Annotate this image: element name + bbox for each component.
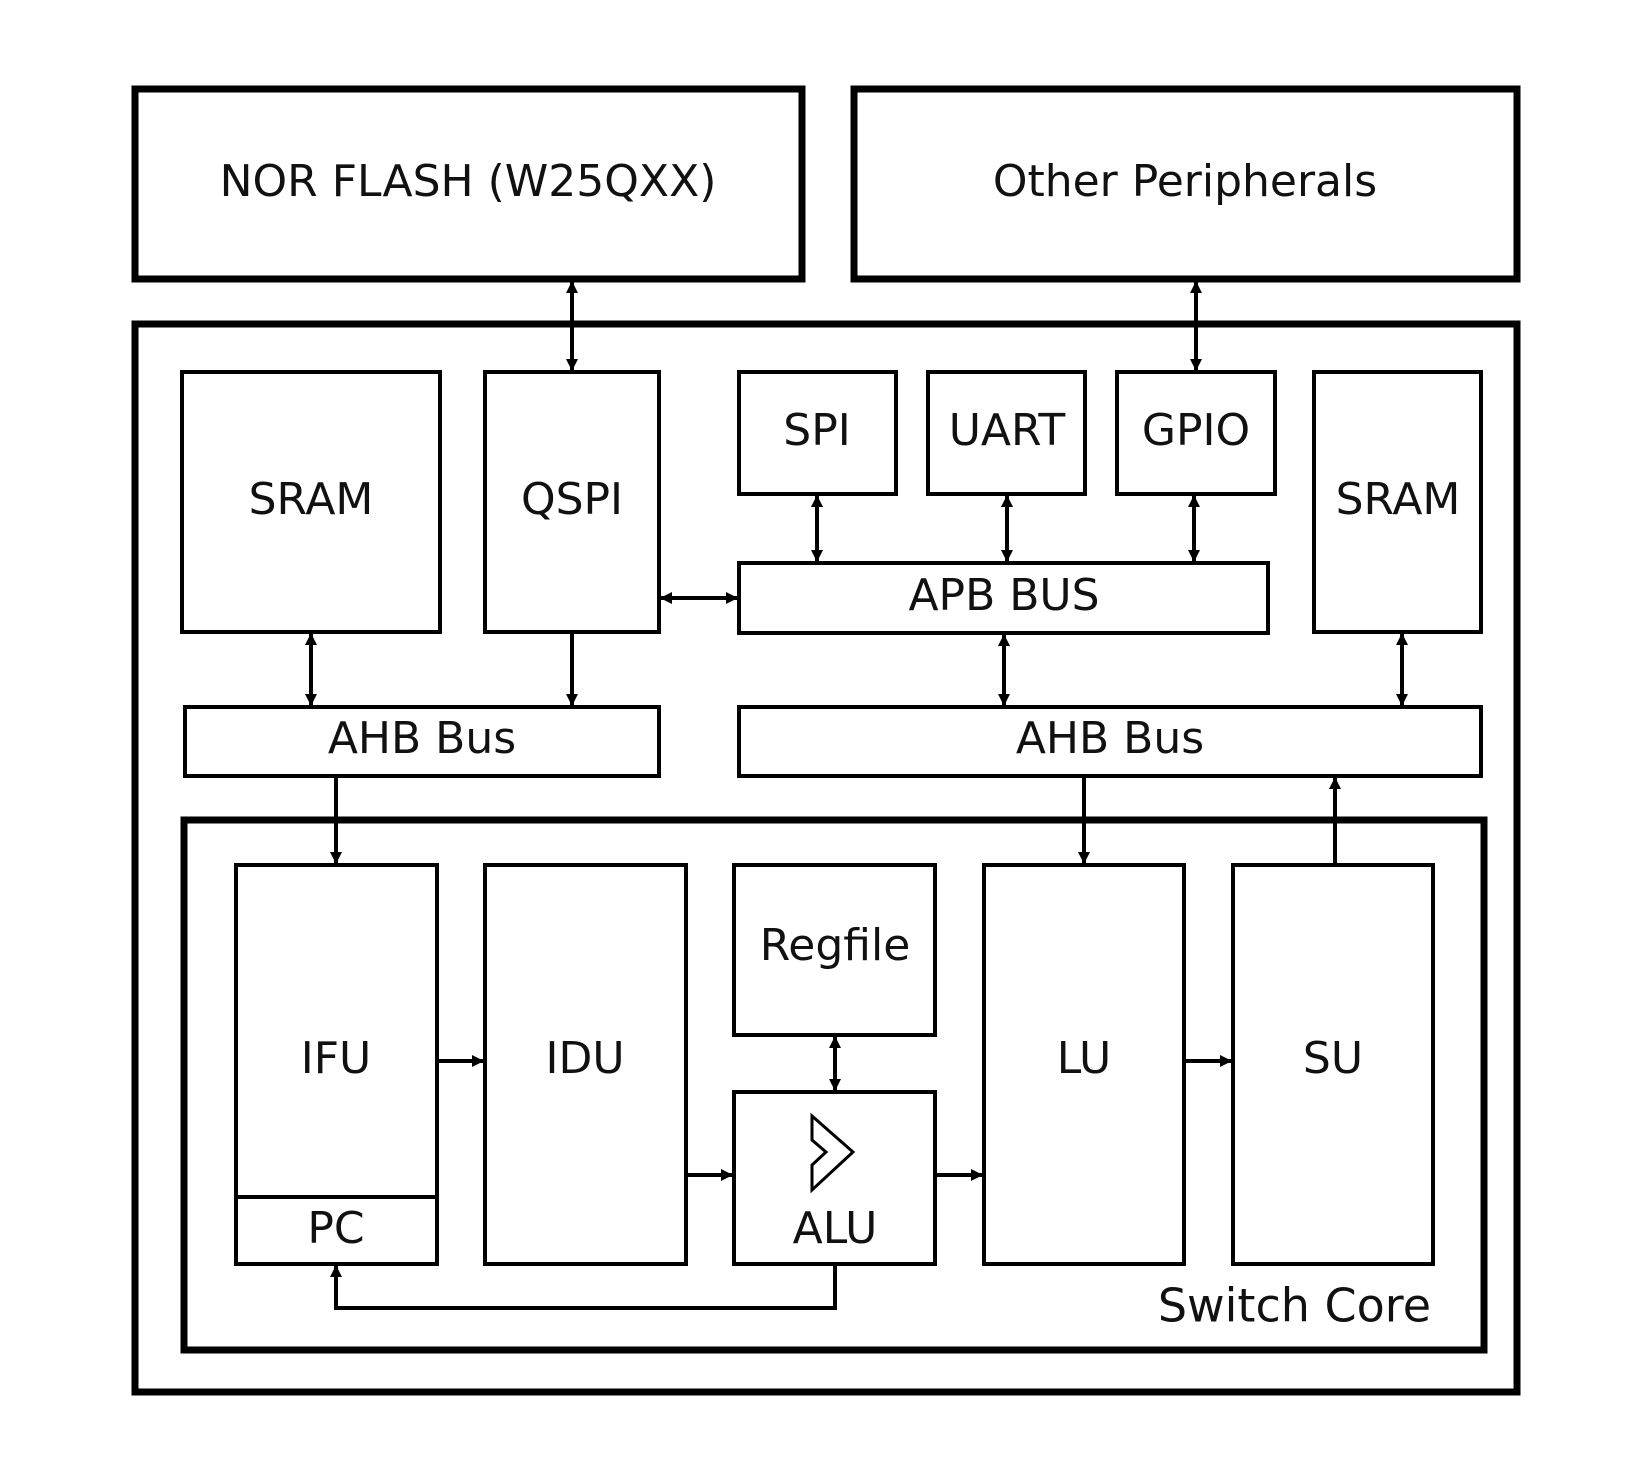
pc-label: PC <box>307 1203 364 1254</box>
sram-right-label: SRAM <box>1336 474 1461 525</box>
qspi-label: QSPI <box>521 474 623 525</box>
idu-label: IDU <box>545 1033 624 1084</box>
switch-core-label: Switch Core <box>1158 1279 1431 1333</box>
su-block: SU <box>1231 863 1435 1266</box>
nor-flash-block: NOR FLASH (W25QXX) <box>131 85 806 283</box>
connections <box>305 281 1408 1310</box>
idu-block: IDU <box>483 863 688 1266</box>
spi-label: SPI <box>783 405 850 456</box>
ahb-bus-right: AHB Bus <box>737 705 1483 778</box>
sram-right-block: SRAM <box>1312 370 1483 634</box>
ahb-bus-right-label: AHB Bus <box>1016 713 1204 764</box>
alu-block: ALU <box>732 1090 937 1266</box>
alu-symbol-icon <box>810 1112 856 1194</box>
ifu-block: IFU PC <box>234 863 439 1266</box>
sram-left-label: SRAM <box>249 474 374 525</box>
ifu-label: IFU <box>301 1033 372 1084</box>
apb-bus-label: APB BUS <box>908 570 1099 621</box>
spi-block: SPI <box>737 370 898 496</box>
other-peripherals-block: Other Peripherals <box>850 85 1521 283</box>
su-label: SU <box>1303 1033 1363 1084</box>
uart-label: UART <box>949 405 1066 456</box>
regfile-block: Regfile <box>732 863 937 1037</box>
lu-label: LU <box>1057 1033 1112 1084</box>
switch-core-block: Switch Core <box>180 816 1488 1354</box>
lu-block: LU <box>982 863 1186 1266</box>
qspi-block: QSPI <box>483 370 661 634</box>
sram-left-block: SRAM <box>180 370 442 634</box>
regfile-label: Regfile <box>760 920 911 971</box>
gpio-label: GPIO <box>1142 405 1250 456</box>
arrow-alu-pc-feedback <box>330 1265 837 1310</box>
uart-block: UART <box>926 370 1087 496</box>
ahb-bus-left: AHB Bus <box>183 705 661 778</box>
soc-frame <box>131 320 1521 1396</box>
apb-bus: APB BUS <box>737 561 1270 635</box>
gpio-block: GPIO <box>1115 370 1277 496</box>
alu-label: ALU <box>793 1203 878 1254</box>
other-peripherals-label: Other Peripherals <box>993 156 1377 207</box>
nor-flash-label: NOR FLASH (W25QXX) <box>220 156 717 207</box>
ahb-bus-left-label: AHB Bus <box>328 713 516 764</box>
